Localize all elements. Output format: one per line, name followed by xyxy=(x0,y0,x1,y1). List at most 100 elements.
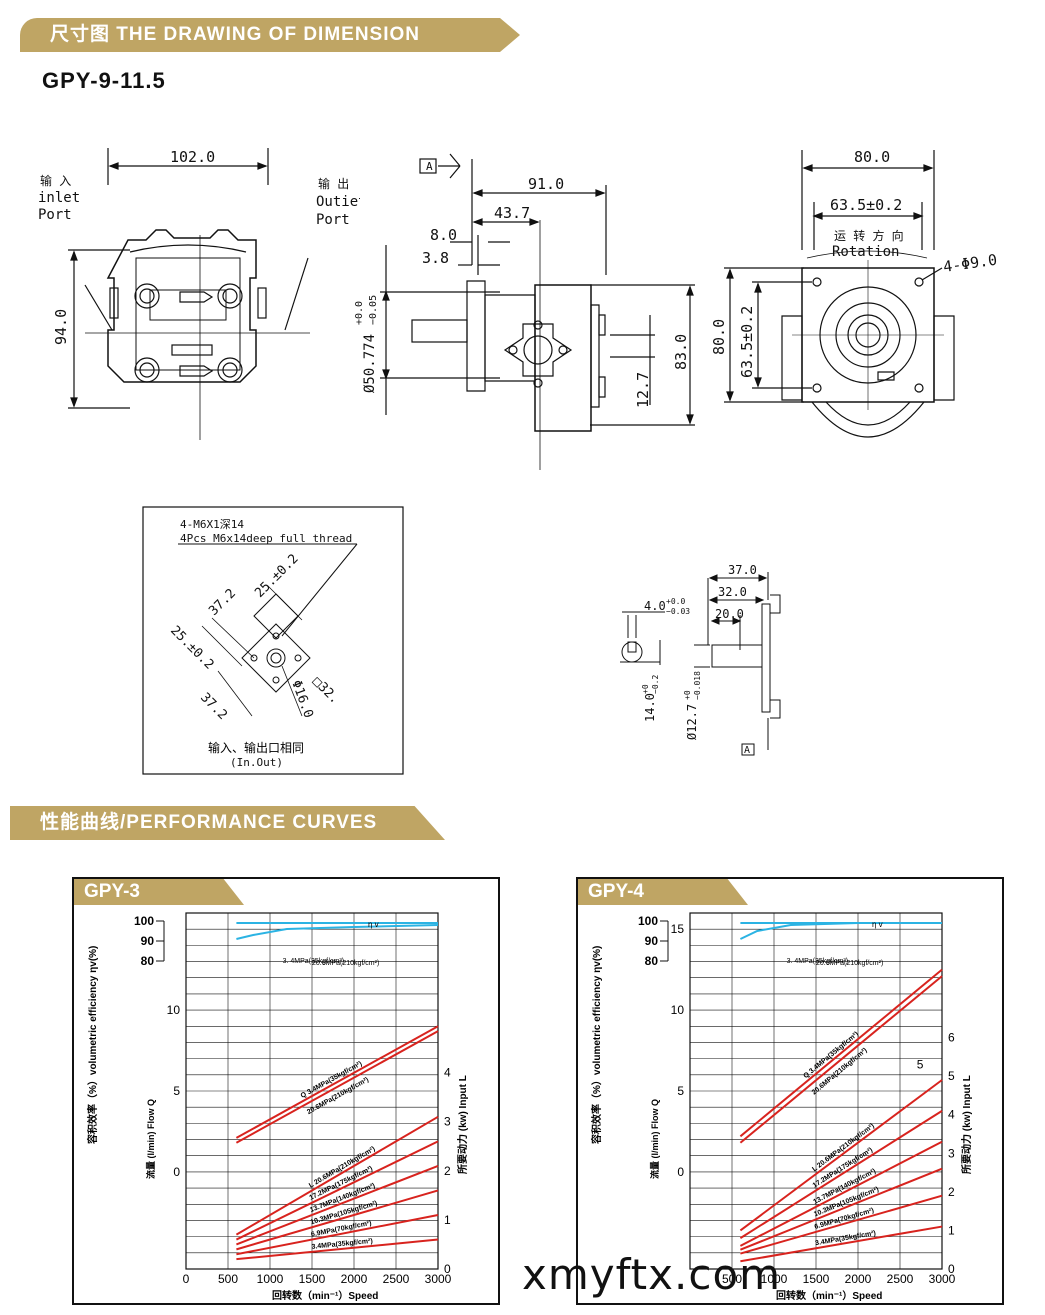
y-tick-label: 5 xyxy=(677,1084,684,1098)
d12-tol-upper: +0 xyxy=(683,690,692,700)
shaft-d20: 20.0 xyxy=(715,607,744,621)
dimension-banner: 尺寸图 THE DRAWING OF DIMENSION xyxy=(20,18,520,52)
port-d25b: 25.±0.2 xyxy=(167,623,216,672)
power-line xyxy=(236,1189,439,1251)
datum-a-marker: A xyxy=(426,160,433,173)
rear-view-drawing: 80.0 63.5±0.2 运 转 方 向 Rotation 4-Φ9.0 80… xyxy=(712,148,998,438)
power-line xyxy=(739,1079,943,1232)
right-tick-label: 6 xyxy=(948,1031,955,1045)
right-tick-label: 4 xyxy=(444,1066,451,1080)
port-d25a: 25.±0.2 xyxy=(252,551,301,600)
shaft-tol-lower: −0.05 xyxy=(368,295,379,325)
efficiency-series-label: 20.6MPa(210kgf/cm²) xyxy=(816,960,883,967)
front-side-dim: 94.0 xyxy=(52,309,70,345)
x-tick-label: 2500 xyxy=(887,1272,914,1286)
x-axis-label: 回转数（min⁻¹）Speed xyxy=(272,1289,378,1302)
thread-note-en: 4Pcs M6x14deep full thread xyxy=(180,532,352,545)
watermark: xmyftx.com xyxy=(522,1250,782,1299)
eff-symbol: η v xyxy=(368,920,379,929)
side-d83: 83.0 xyxy=(672,334,690,370)
power-line xyxy=(235,1140,439,1241)
power-line xyxy=(235,1115,439,1236)
right-tick-label: 3 xyxy=(444,1115,451,1129)
eff-tick-label: 80 xyxy=(141,954,155,968)
power-axis-label: 所要动力 (kw) Input L xyxy=(960,1075,973,1174)
flow-series-label: Q 3.4MPa(35kgf/cm²) xyxy=(803,1031,861,1080)
port-sq32: □32. xyxy=(309,674,342,707)
x-tick-label: 500 xyxy=(218,1272,238,1286)
side-d3: 3.8 xyxy=(422,249,449,267)
y-axis-label: 容积效率（%）volumetric efficiency ηv(%) xyxy=(86,946,99,1145)
x-tick-label: 1500 xyxy=(299,1272,326,1286)
shaft-d12: Ø12.7 xyxy=(685,704,699,740)
shaft-d37: 37.0 xyxy=(728,563,757,577)
efficiency-series-label: 3. 4MPa(35kgf/cm²) xyxy=(283,958,344,965)
y-tick-label: 10 xyxy=(671,1003,685,1017)
rear-top-d80: 80.0 xyxy=(854,148,890,166)
flow-line xyxy=(235,1025,439,1139)
efficiency-line xyxy=(739,922,942,940)
efficiency-line xyxy=(236,924,439,940)
x-tick-label: 1000 xyxy=(257,1272,284,1286)
right-tick-label: 3 xyxy=(948,1146,955,1160)
x-tick-label: 1000 xyxy=(761,1272,788,1286)
right-tick-label: 4 xyxy=(948,1108,955,1122)
port-caption-en: (In.Out) xyxy=(230,756,283,769)
efficiency-series-label: 20.6MPa(210kgf/cm²) xyxy=(312,960,379,967)
flow-axis-label: 流量 (l/min) Flow Q xyxy=(145,1099,156,1179)
right-tick-label: 2 xyxy=(948,1185,955,1199)
right-tick-label: 0 xyxy=(444,1262,451,1276)
flow-line xyxy=(739,968,943,1138)
chart-gpy3-title: GPY-3 xyxy=(74,879,244,905)
power-axis-label: 所要动力 (kw) Input L xyxy=(456,1075,469,1174)
x-tick-label: 2500 xyxy=(383,1272,410,1286)
x-tick-label: 0 xyxy=(183,1272,190,1286)
shaft-datum-a: A xyxy=(744,745,750,756)
x-tick-label: 2000 xyxy=(341,1272,368,1286)
power-line xyxy=(740,1194,943,1255)
port-caption-cn: 输入、输出口相同 xyxy=(208,740,304,755)
flow-axis-label: 流量 (l/min) Flow Q xyxy=(649,1099,660,1179)
port-d37b: 37.2 xyxy=(197,690,230,723)
outlet-label-cn: 输 出 xyxy=(318,176,349,191)
performance-banner: 性能曲线/PERFORMANCE CURVES xyxy=(10,806,445,840)
rear-side-d63: 63.5±0.2 xyxy=(738,306,756,378)
x-tick-label: 500 xyxy=(722,1272,742,1286)
side-d43: 43.7 xyxy=(494,204,530,222)
efficiency-series-label: 3. 4MPa(35kgf/cm²) xyxy=(787,958,848,965)
shaft-d14: 14.0 xyxy=(643,693,657,722)
x-tick-label: 1500 xyxy=(803,1272,830,1286)
inlet-label-cn: 输 入 xyxy=(40,173,71,188)
inlet-label-en1: inlet xyxy=(38,190,80,206)
power-line xyxy=(236,1214,439,1256)
rotation-label-cn: 运 转 方 向 xyxy=(834,228,904,243)
inlet-label-en2: Port xyxy=(38,207,72,223)
right-tick-label: 0 xyxy=(948,1262,955,1276)
port-d37a: 37.2 xyxy=(206,586,239,619)
rear-side-d80: 80.0 xyxy=(712,319,728,355)
power-line xyxy=(236,1238,439,1261)
right-tick-label: 5 xyxy=(948,1069,955,1083)
right-tick-label: 1 xyxy=(444,1213,451,1227)
key-width: 4.0 xyxy=(644,599,666,613)
port-detail-drawing: 4-M6X1深14 4Pcs M6x14deep full thread 25.… xyxy=(142,506,404,775)
power-line xyxy=(739,1140,943,1247)
outlet-label-en2: Port xyxy=(316,212,350,228)
y-tick-label: 15 xyxy=(671,922,685,936)
shaft-tol-upper: +0.0 xyxy=(354,301,365,325)
key-tol-upper: +0.0 xyxy=(666,597,685,606)
y-tick-label: 0 xyxy=(173,1165,180,1179)
rotation-label-en: Rotation xyxy=(832,244,899,260)
eff-tick-label: 80 xyxy=(645,954,659,968)
eff-tick-label: 90 xyxy=(645,934,659,948)
eff-tick-label: 100 xyxy=(134,914,154,928)
key-tol-lower: −0.03 xyxy=(666,607,690,616)
side-d12: 12.7 xyxy=(634,372,652,408)
chart-gpy4-title: GPY-4 xyxy=(578,879,748,905)
model-title: GPY-9-11.5 xyxy=(42,68,166,93)
power-line xyxy=(739,1110,943,1239)
y-axis-label: 容积效率（%）volumetric efficiency ηv(%) xyxy=(590,946,603,1145)
